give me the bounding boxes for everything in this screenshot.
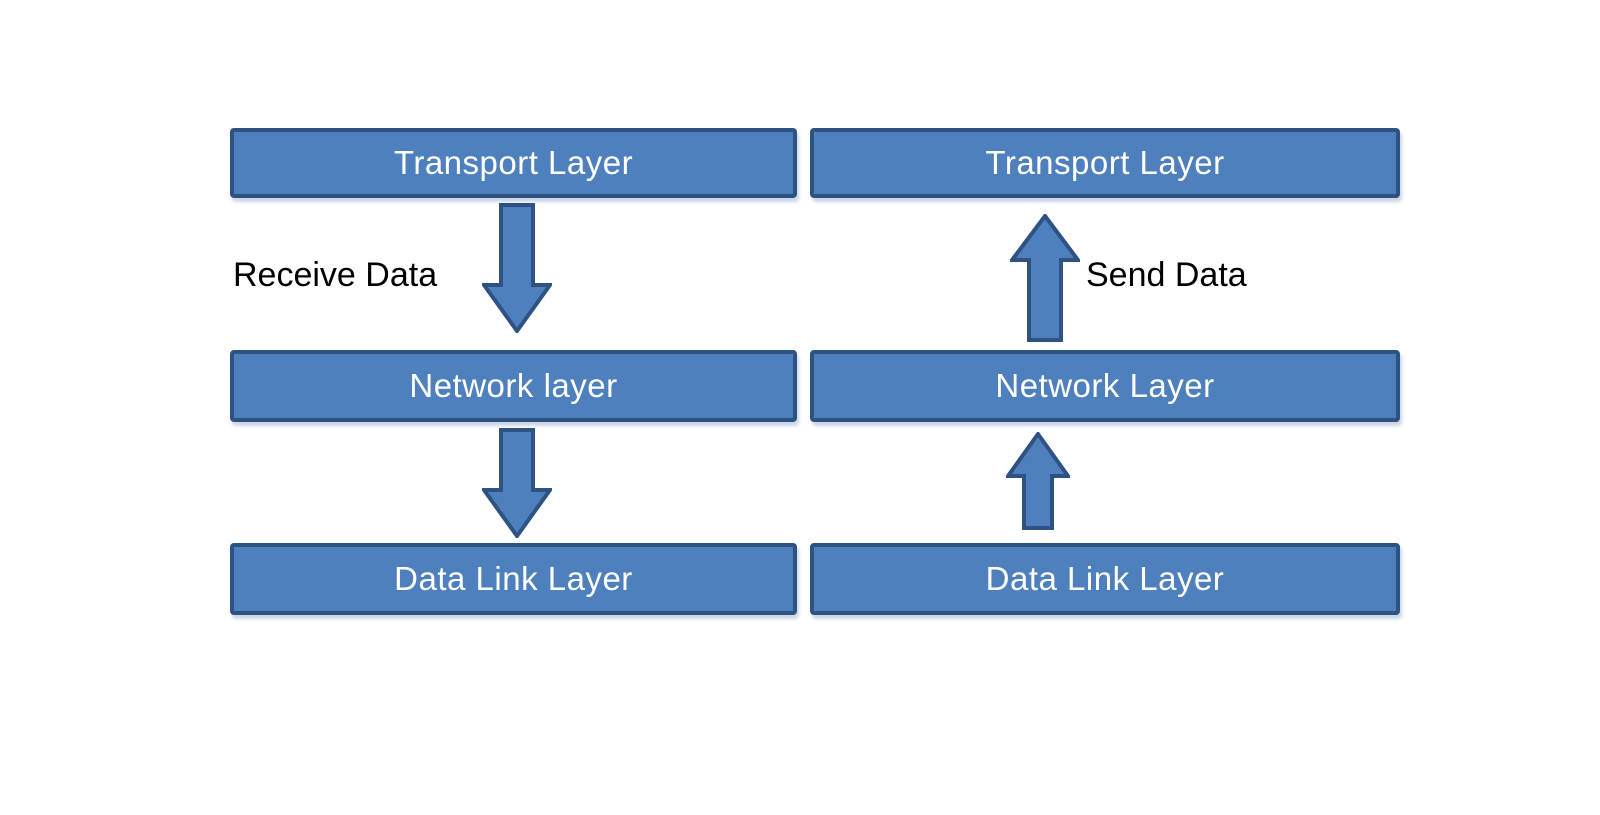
receive-network-layer-box: Network layer xyxy=(230,350,797,422)
send-data-link-layer-label: Data Link Layer xyxy=(985,560,1225,597)
receive-transport-layer-box: Transport Layer xyxy=(230,128,797,198)
receive-data-label: Receive Data xyxy=(233,256,438,294)
down-arrow-icon xyxy=(482,428,552,538)
receive-transport-layer-label: Transport Layer xyxy=(393,144,634,181)
send-network-layer-box: Network Layer xyxy=(810,350,1400,422)
send-network-layer-label: Network Layer xyxy=(995,367,1215,404)
up-arrow-icon xyxy=(1010,214,1080,342)
send-transport-layer-label: Transport Layer xyxy=(985,144,1225,181)
up-arrow-icon xyxy=(1006,432,1070,530)
down-arrow-icon xyxy=(482,203,552,333)
send-data-link-layer-box: Data Link Layer xyxy=(810,543,1400,615)
receive-data-link-layer-box: Data Link Layer xyxy=(230,543,797,615)
receive-network-layer-label: Network layer xyxy=(409,367,618,404)
receive-data-link-layer-label: Data Link Layer xyxy=(394,560,633,597)
send-data-label: Send Data xyxy=(1086,256,1247,294)
send-transport-layer-box: Transport Layer xyxy=(810,128,1400,198)
